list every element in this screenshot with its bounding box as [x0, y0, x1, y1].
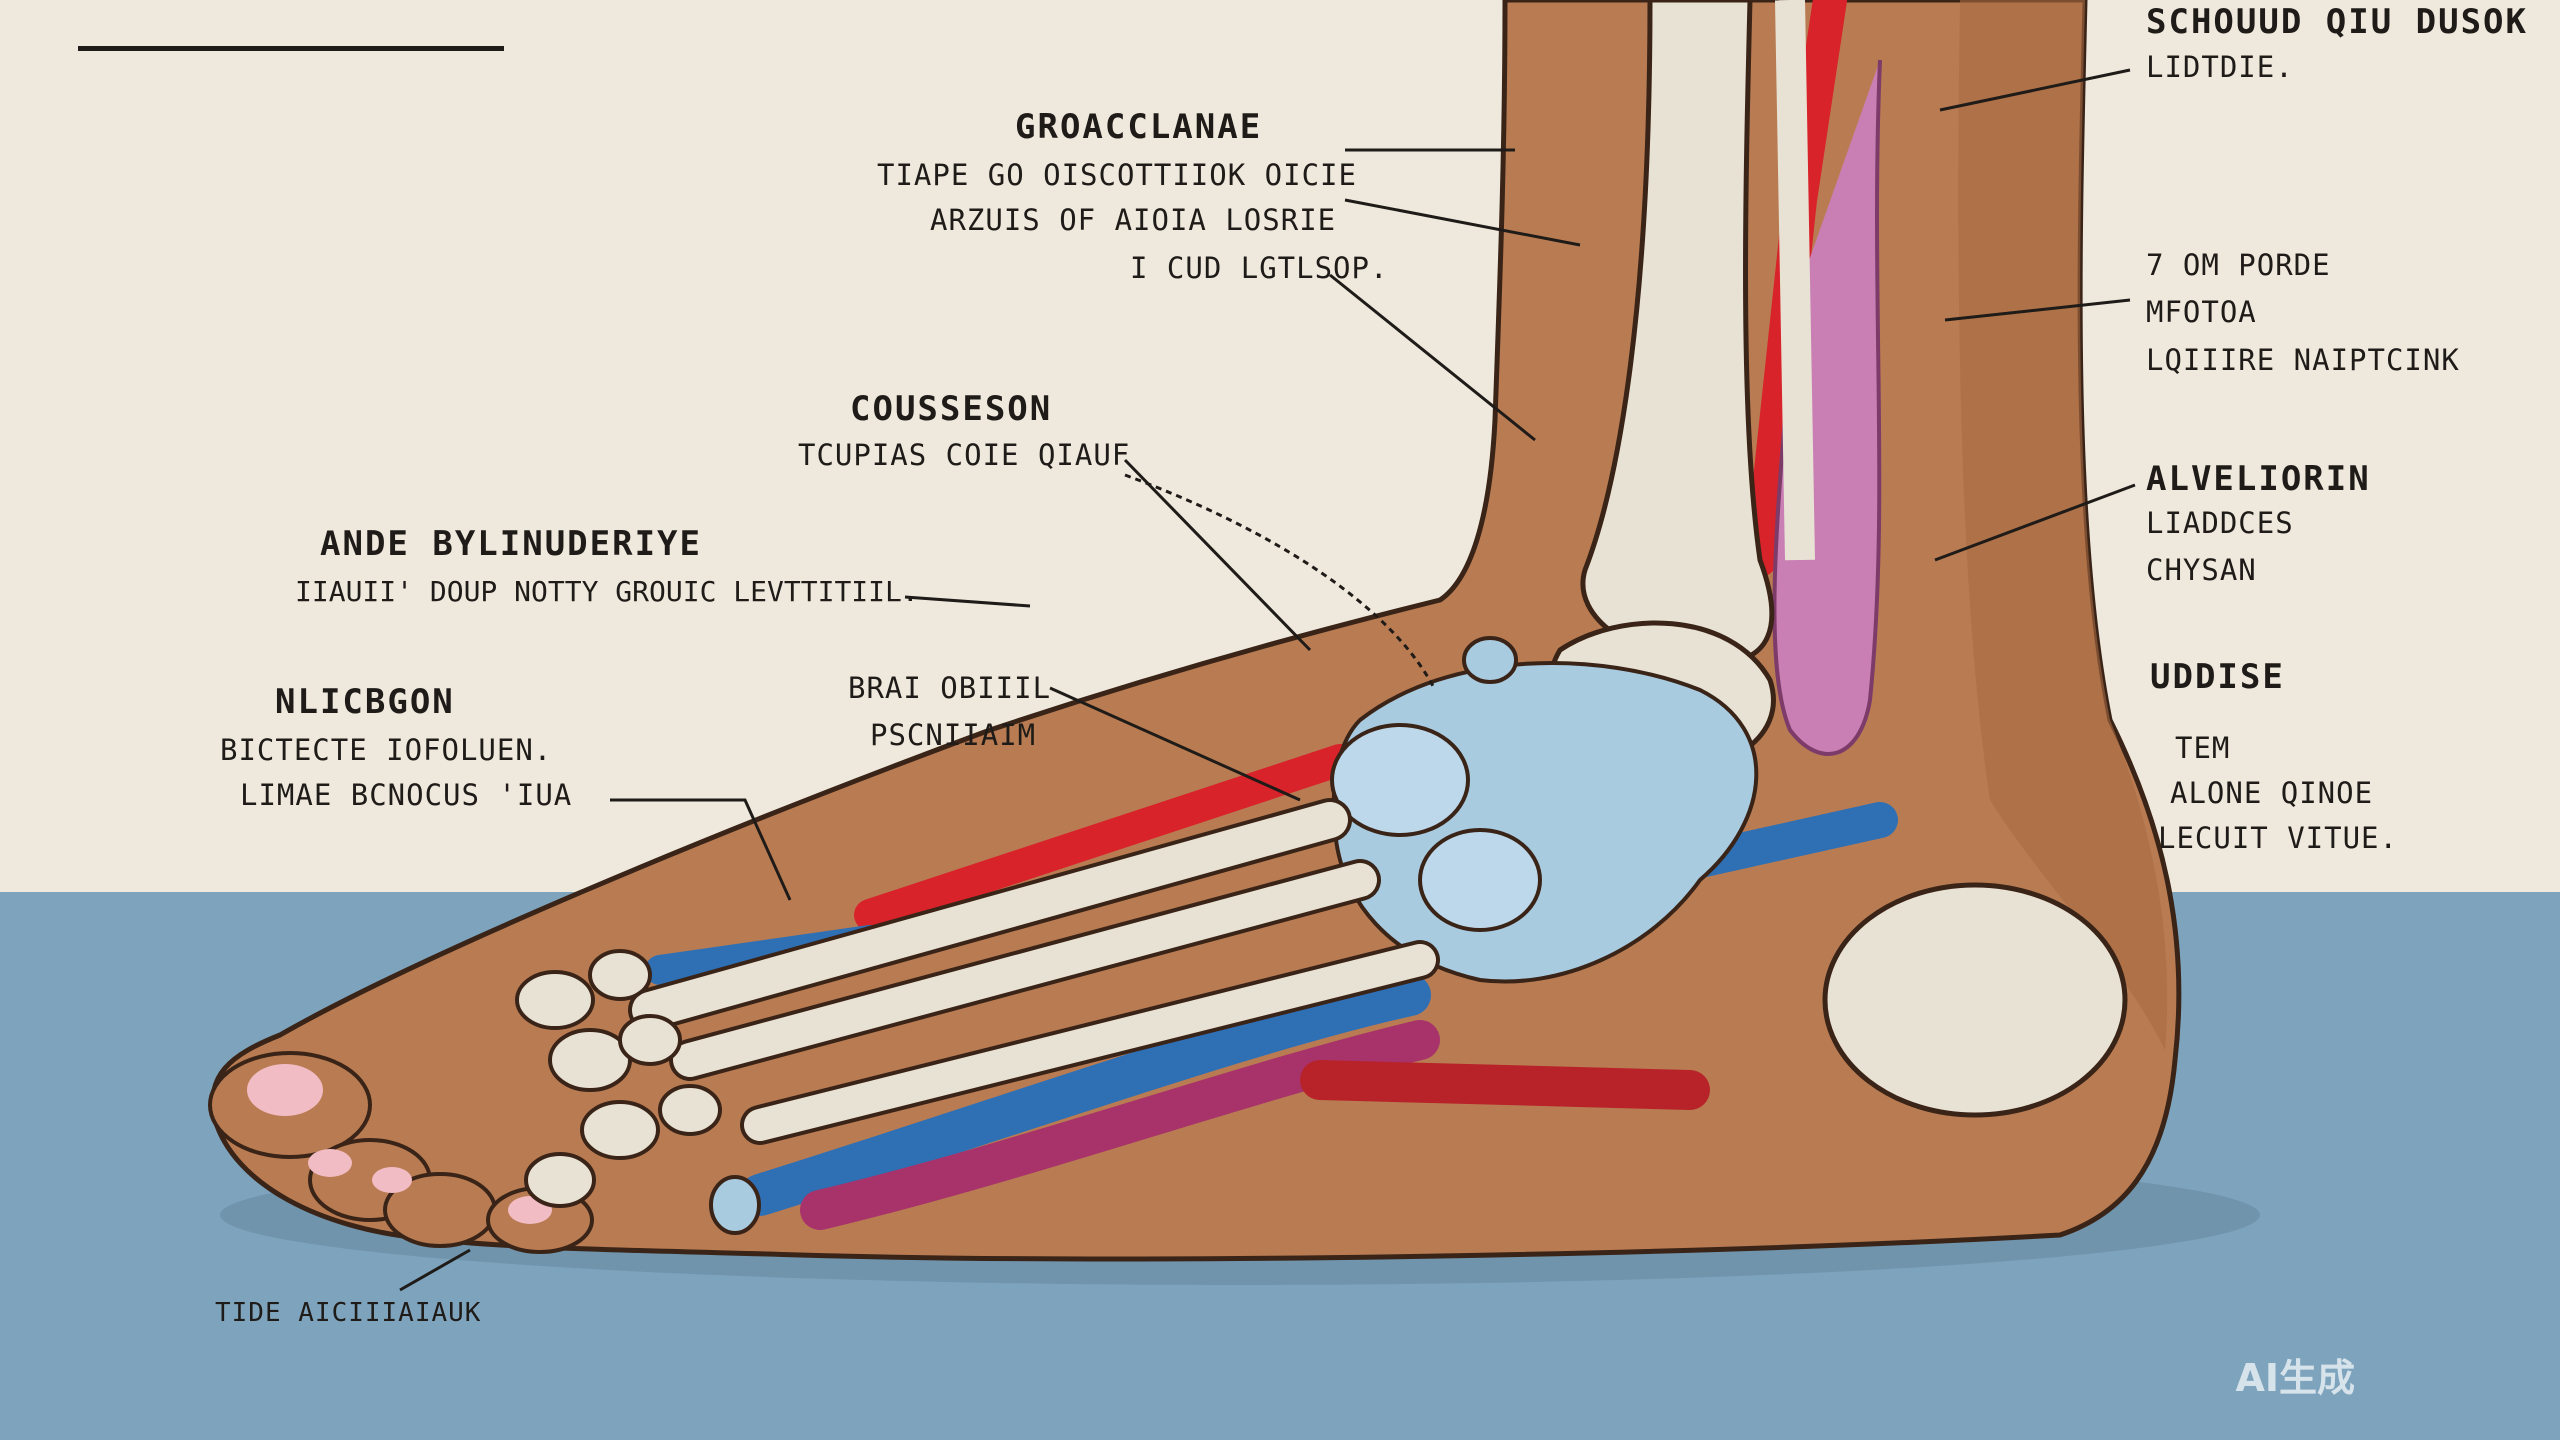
- label-ande-title: ANDE BYLINUDERIYE: [320, 524, 702, 564]
- label-cousseson-line1: TCUPIAS COIE QIAUF: [798, 438, 1131, 472]
- label-ande-line1: IIAUII' DOUP NOTTY GROUIC LEVTTITIIL.: [295, 575, 919, 608]
- phalanges: [515, 949, 722, 1208]
- leader-lines: [399, 68, 2136, 1292]
- label-alvel-title: ALVELIORIN: [2146, 459, 2371, 499]
- leader-nlic: [610, 798, 792, 901]
- phalanx-2: [588, 949, 652, 1001]
- label-alvel-line2: CHYSAN: [2146, 553, 2257, 587]
- label-nlic-line2: LIMAE BCNOCUS 'IUA: [240, 778, 573, 812]
- phalanx-3: [548, 1028, 632, 1092]
- phalanx-7: [524, 1152, 596, 1208]
- cuboid: [1418, 828, 1542, 932]
- navicular: [1330, 723, 1470, 837]
- metatarsal-3-fill: [744, 944, 1436, 1141]
- title-rule: [78, 46, 504, 51]
- toenail-2: [308, 1149, 352, 1177]
- phalanx-4: [618, 1014, 682, 1066]
- label-groacc-line1: TIAPE GO OISCOTTIIOK OICIE: [877, 158, 1357, 192]
- leader-cousseson-2: [1124, 473, 1437, 691]
- metatarsal-2-fill: [673, 863, 1377, 1077]
- toenail-1: [247, 1064, 323, 1116]
- phalanx-6: [658, 1084, 722, 1136]
- label-top-right-heading: SCHOUUD QIU DUSOK: [2146, 2, 2528, 42]
- ai-generated-badge: AI生成: [2235, 1356, 2355, 1400]
- vein-heel: [1682, 802, 1898, 878]
- label-udd-line1: TEM: [2175, 731, 2231, 765]
- label-groacc-title: GROACCLANAE: [1015, 107, 1263, 147]
- label-groacc-line3: I CUD LGTLSOP.: [1130, 251, 1389, 285]
- muscle-sole: [800, 1020, 1440, 1230]
- metatarsals: [628, 798, 1440, 1145]
- sesamoid: [709, 1175, 761, 1235]
- label-nlic-line1: BICTECTE IOFOLUEN.: [220, 733, 553, 767]
- leader-tide: [399, 1248, 471, 1292]
- label-bra-line2: PSCNIIAIM: [870, 718, 1037, 752]
- leader-cousseson: [1123, 458, 1312, 652]
- fibula: [1775, 0, 1815, 561]
- phalanx-1: [515, 970, 595, 1030]
- leader-groacc-3: [1329, 273, 1536, 442]
- label-right-mid-2: MFOTOA: [2146, 295, 2257, 329]
- label-groacc-line2: ARZUIS OF AIOIA LOSRIE: [930, 203, 1337, 237]
- leader-right-mid: [1944, 298, 2131, 322]
- label-tide: TIDE AICIIIAIAUK: [215, 1298, 482, 1328]
- toenail-3: [372, 1167, 412, 1193]
- leader-ande: [904, 595, 1031, 608]
- leader-alvel: [1934, 483, 2136, 562]
- label-nlic-title: NLICBGON: [275, 682, 455, 722]
- artery-foot: [854, 744, 1356, 931]
- phalanx-5: [580, 1100, 660, 1160]
- label-udd-line3: LECUIT VITUE.: [2158, 821, 2398, 855]
- label-cousseson-title: COUSSESON: [850, 389, 1053, 429]
- artery-sole: [1300, 1060, 1710, 1110]
- vein-sole: [739, 974, 1431, 1216]
- leg-shading: [1958, 0, 2168, 1050]
- leader-bra: [1049, 686, 1301, 802]
- label-udd-title: UDDISE: [2150, 657, 2285, 697]
- label-right-mid-1: 7 OM PORDE: [2146, 248, 2331, 282]
- label-bra-line1: BRAI OBIIIL: [848, 671, 1052, 705]
- label-alvel-line1: LIADDCES: [2146, 506, 2294, 540]
- small-tarsal: [1462, 636, 1518, 684]
- metatarsal-1-fill: [632, 802, 1348, 1028]
- leader-groacc-2: [1344, 198, 1581, 247]
- label-right-mid-3: LQIIIRE NAIPTCINK: [2146, 343, 2460, 377]
- tendon-leg: [1772, 59, 1882, 756]
- label-top-right-text: LIDTDIE.: [2146, 50, 2294, 84]
- label-udd-line2: ALONE QINOE: [2170, 776, 2374, 810]
- leader-top-right: [1939, 68, 2131, 112]
- calcaneus: [1822, 882, 2128, 1118]
